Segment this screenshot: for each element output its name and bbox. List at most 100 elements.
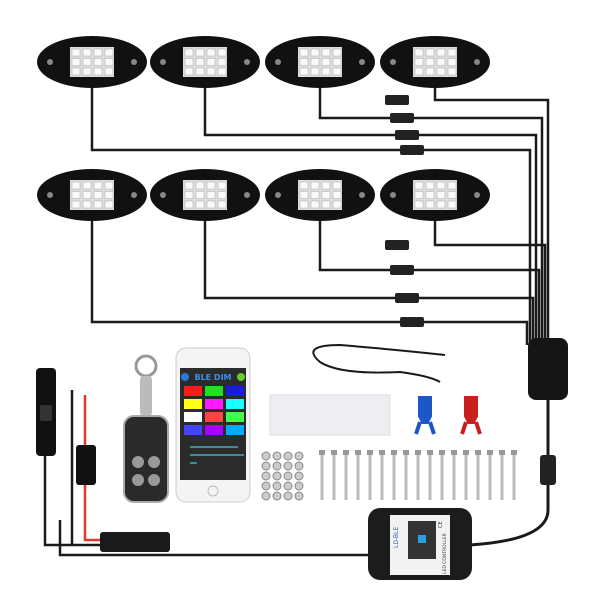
led-chip xyxy=(206,191,216,199)
fuse-holder xyxy=(76,445,96,485)
color-swatch xyxy=(205,412,223,422)
led-chip xyxy=(414,67,424,76)
led-chip xyxy=(206,48,216,57)
led-pod xyxy=(380,169,490,221)
mounting-hardware xyxy=(261,450,517,501)
led-chip xyxy=(414,58,424,66)
bolt xyxy=(332,455,336,500)
led-chip xyxy=(184,181,194,190)
home-button xyxy=(207,485,219,497)
color-swatch xyxy=(226,425,244,435)
led-chip xyxy=(310,58,320,66)
nut xyxy=(294,461,304,471)
bolt-head xyxy=(475,450,481,455)
color-palette xyxy=(184,386,244,435)
led-chip xyxy=(206,181,216,190)
mount-hole xyxy=(474,192,480,198)
nut xyxy=(261,491,271,501)
led-chip xyxy=(425,67,435,76)
led-chip xyxy=(447,67,457,76)
led-chip xyxy=(436,181,446,190)
led-pod xyxy=(150,169,260,221)
led-pod xyxy=(37,169,147,221)
led-chip xyxy=(414,200,424,209)
bolt-head xyxy=(511,450,517,455)
nut xyxy=(272,471,282,481)
bolt-head xyxy=(319,450,325,455)
led-chip xyxy=(217,200,227,209)
cable-connector xyxy=(395,293,419,303)
mount-hole xyxy=(131,59,137,65)
led-chip xyxy=(436,48,446,57)
pod-cable xyxy=(433,88,550,345)
nut xyxy=(283,491,293,501)
led-chip xyxy=(104,48,114,57)
led-chip xyxy=(195,181,205,190)
led-chip xyxy=(436,191,446,199)
color-swatch xyxy=(205,399,223,409)
bolt xyxy=(452,455,456,500)
led-chip xyxy=(71,181,81,190)
color-swatch xyxy=(184,386,202,396)
mount-hole xyxy=(474,59,480,65)
led-chip xyxy=(310,48,320,57)
bluetooth-icon xyxy=(181,373,189,381)
harness-splitter xyxy=(528,338,568,400)
controller-brand: LD-BLE xyxy=(393,527,400,548)
led-chip xyxy=(299,48,309,57)
led-chip xyxy=(321,200,331,209)
mount-hole xyxy=(275,192,281,198)
remote-control xyxy=(123,415,169,503)
led-chip xyxy=(425,200,435,209)
app-screen xyxy=(180,368,246,480)
led-chip xyxy=(71,58,81,66)
led-chip xyxy=(93,67,103,76)
bolt xyxy=(356,455,360,500)
bolt-head xyxy=(403,450,409,455)
bolt xyxy=(320,455,324,500)
led-chip xyxy=(217,67,227,76)
led-chip xyxy=(104,191,114,199)
led-chip xyxy=(332,181,342,190)
mount-hole xyxy=(359,192,365,198)
led-chip xyxy=(104,181,114,190)
bolt-head xyxy=(439,450,445,455)
led-chip xyxy=(447,191,457,199)
led-chip xyxy=(104,67,114,76)
led-chip xyxy=(321,48,331,57)
cable-connector xyxy=(390,265,414,275)
bolt xyxy=(404,455,408,500)
bolt xyxy=(392,455,396,500)
led-chip xyxy=(93,181,103,190)
nut xyxy=(283,471,293,481)
led-chip xyxy=(71,67,81,76)
connector xyxy=(540,455,556,485)
led-chip xyxy=(310,67,320,76)
led-chip xyxy=(414,48,424,57)
mount-hole xyxy=(244,192,250,198)
bolt xyxy=(380,455,384,500)
pod-cable xyxy=(90,88,532,345)
bluetooth-logo xyxy=(418,535,426,543)
cable-connector xyxy=(390,113,414,123)
nut xyxy=(283,461,293,471)
led-chip xyxy=(332,200,342,209)
led-chip xyxy=(184,58,194,66)
app-title: BLE DIM xyxy=(194,373,231,382)
mount-hole xyxy=(390,59,396,65)
led-chip xyxy=(93,48,103,57)
bolt-head xyxy=(343,450,349,455)
bolt xyxy=(440,455,444,500)
mount-hole xyxy=(244,59,250,65)
extension-cable xyxy=(312,343,446,383)
bolt-head xyxy=(427,450,433,455)
switch-rocker xyxy=(40,405,52,421)
nut xyxy=(294,471,304,481)
blue-terminal xyxy=(414,396,436,435)
remote-button xyxy=(132,456,144,468)
led-chip xyxy=(82,191,92,199)
bolt xyxy=(512,455,516,500)
led-chip xyxy=(425,191,435,199)
remote-button xyxy=(148,474,160,486)
